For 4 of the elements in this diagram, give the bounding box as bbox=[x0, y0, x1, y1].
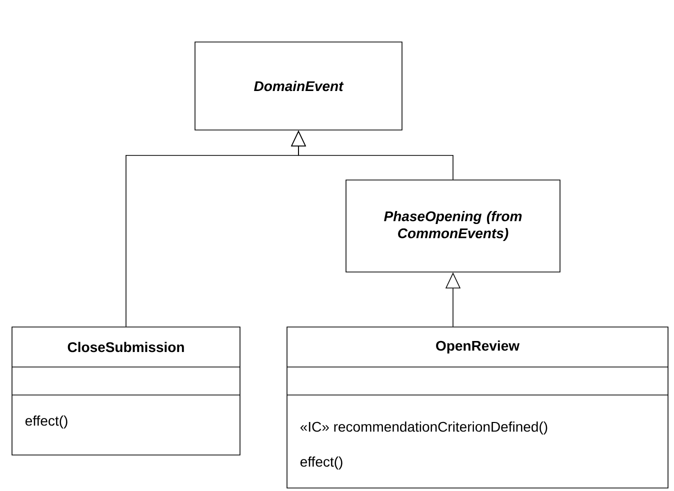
class-box: DomainEvent bbox=[194, 42, 402, 130]
class-box: PhaseOpening (from CommonEvents) bbox=[346, 180, 560, 272]
class-box: CloseSubmission effect() bbox=[12, 326, 240, 456]
class-box: OpenReview «IC» recommendationCriterionDefined() effect() bbox=[286, 326, 668, 488]
